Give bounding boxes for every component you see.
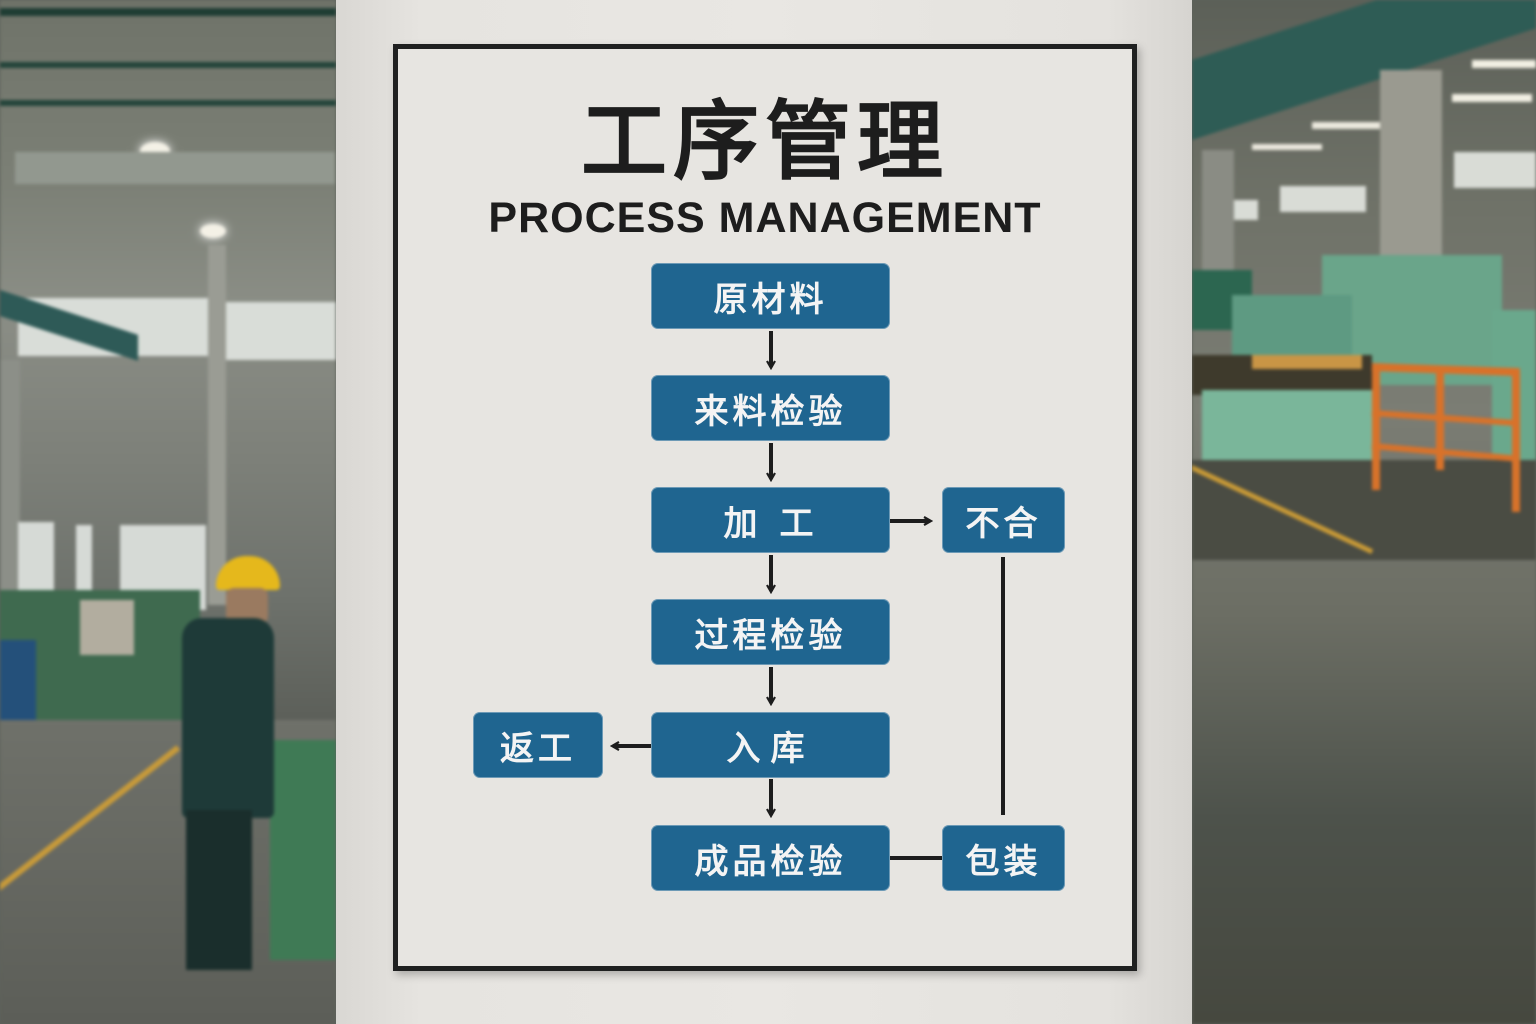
node-warehousing: 入库	[651, 712, 890, 778]
node-nonconforming: 不合	[942, 487, 1065, 553]
machine	[1232, 295, 1352, 355]
pillar	[0, 360, 20, 630]
sign-title-chinese: 工序管理	[581, 92, 949, 192]
flowchart-connectors	[398, 331, 1005, 860]
ceiling-beam	[0, 100, 336, 106]
worker-body	[182, 618, 274, 818]
machine-base	[1202, 390, 1372, 460]
ceiling-panel	[15, 152, 335, 184]
railing-post	[1512, 372, 1520, 512]
node-incoming-inspection: 来料检验	[651, 375, 890, 441]
node-final-inspection: 成品检验	[651, 825, 890, 891]
ceiling-light	[1472, 60, 1536, 68]
worker-legs	[186, 810, 252, 970]
ceiling-light	[1452, 94, 1532, 102]
machine-light	[1252, 355, 1362, 369]
node-processing: 加工	[651, 487, 890, 553]
node-packaging: 包装	[942, 825, 1065, 891]
node-raw-material: 原材料	[651, 263, 890, 329]
window	[18, 522, 54, 602]
node-rework: 返工	[473, 712, 603, 778]
ceiling-beam	[0, 62, 336, 68]
pillar	[1380, 70, 1442, 260]
window	[76, 525, 92, 595]
window	[1230, 200, 1258, 220]
sign-title-english: PROCESS MANAGEMENT	[488, 194, 1042, 242]
pillar	[1202, 150, 1234, 270]
node-in-process-inspection: 过程检验	[651, 599, 890, 665]
railing-post	[1372, 365, 1380, 490]
machine-panel	[80, 600, 134, 655]
process-management-sign: 工序管理 PROCESS MANAGEMENT 原材料 来料检验 加工 不合 过…	[393, 44, 1137, 971]
factory-background-left	[0, 0, 336, 1024]
ceiling-light	[1312, 122, 1382, 129]
ceiling-light	[200, 224, 226, 238]
factory-background-right	[1192, 0, 1536, 1024]
machine	[270, 740, 336, 960]
window	[226, 302, 336, 360]
floor	[1192, 460, 1536, 560]
window	[1280, 186, 1366, 212]
crane-beam	[1192, 0, 1536, 141]
ceiling-beam	[0, 8, 336, 16]
ceiling-light	[1252, 144, 1322, 150]
window	[1454, 152, 1536, 188]
pillar	[208, 245, 226, 605]
